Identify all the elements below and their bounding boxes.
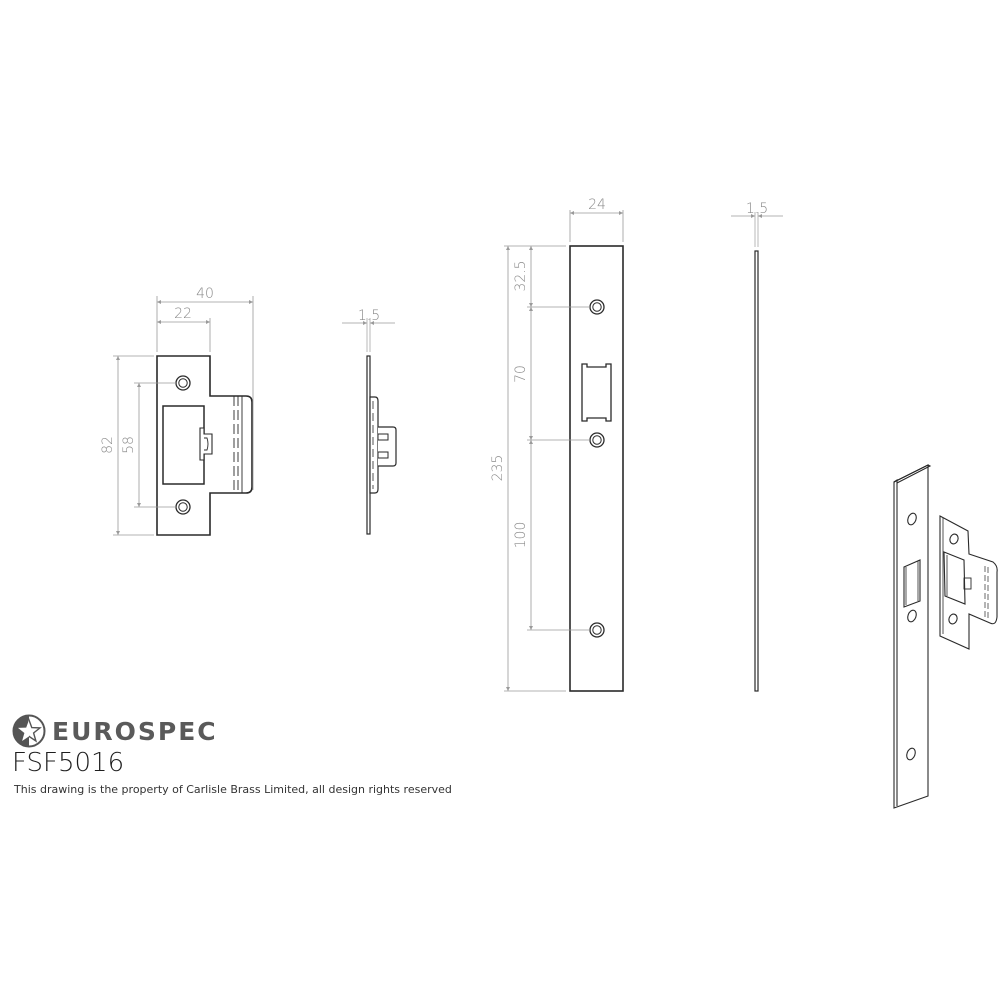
brand-name: EUROSPEC (52, 716, 218, 746)
dim-overall-width: 40 (196, 286, 214, 302)
dim-hole-centres: 58 (121, 436, 137, 454)
dim-forend-width: 24 (588, 197, 606, 213)
dim-plate-width: 22 (174, 306, 192, 322)
copyright-notice: This drawing is the property of Carlisle… (14, 783, 452, 796)
brand-block: EUROSPEC (12, 714, 218, 748)
screw-hole-icon (589, 622, 605, 638)
strike-front-view: 40 22 82 58 (100, 286, 254, 536)
screw-hole-icon (589, 432, 605, 448)
forend-front-view: 24 235 32.5 70 100 (490, 197, 624, 692)
forend-side-view: 1.5 (731, 201, 783, 692)
isometric-view (893, 464, 998, 809)
forend-slot (581, 363, 612, 422)
latch-aperture (162, 405, 205, 485)
product-code: FSF5016 (12, 748, 125, 778)
strike-side-view: 1.5 (342, 308, 397, 535)
screw-hole-icon (175, 499, 191, 515)
dim-overall-height: 82 (100, 436, 116, 454)
dim-hole-lower: 100 (513, 522, 529, 549)
screw-hole-icon (175, 375, 191, 391)
dim-forend-height: 235 (490, 455, 506, 482)
screw-hole-icon (589, 299, 605, 315)
forend-plate-outline (569, 245, 624, 692)
dim-strike-thickness: 1.5 (358, 308, 380, 324)
strike-plate-outline (156, 355, 253, 536)
dim-top-to-hole: 32.5 (513, 260, 529, 291)
star-circle-logo-icon (12, 714, 46, 748)
dim-forend-thickness: 1.5 (746, 201, 768, 217)
dim-hole-upper: 70 (513, 365, 529, 383)
